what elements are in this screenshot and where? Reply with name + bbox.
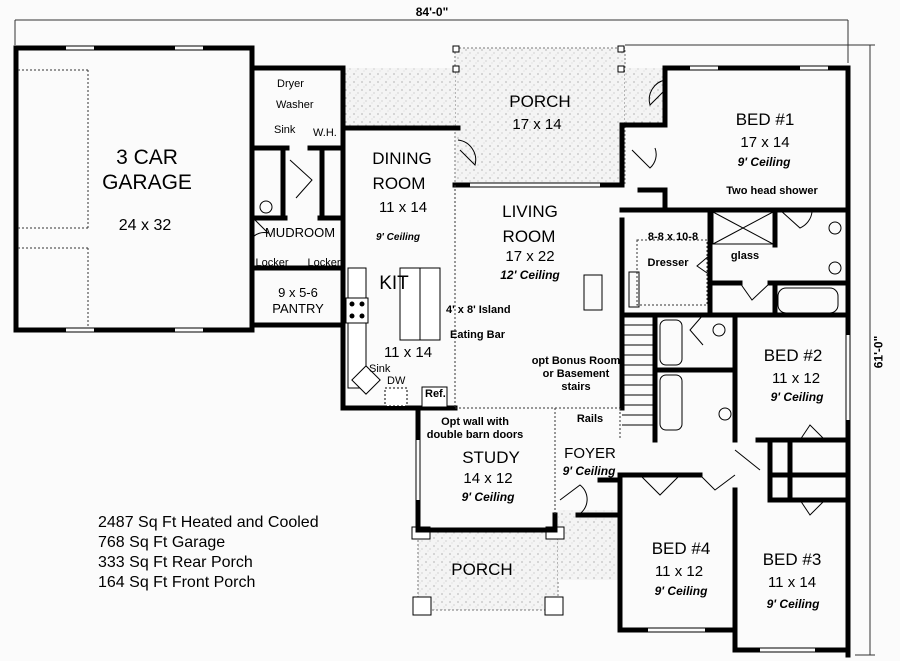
pantry-label: PANTRY — [272, 301, 324, 316]
square-footage-summary: 2487 Sq Ft Heated and Cooled 768 Sq Ft G… — [98, 513, 319, 593]
refrigerator-label: Ref. — [425, 388, 446, 400]
locker-left-label: Locker — [255, 257, 289, 269]
width-dimension: 84'-0" — [415, 5, 449, 19]
shower-note: Two head shower — [726, 185, 818, 197]
foyer-name: FOYER — [564, 445, 616, 462]
shower-glass-label: glass — [730, 250, 760, 262]
bed3-ceiling: 9' Ceiling — [766, 597, 820, 611]
rails-label: Rails — [576, 413, 604, 425]
locker-right-label: Locker — [307, 257, 341, 269]
dining-name-line1: DINING — [372, 149, 432, 168]
bed2-ceiling: 9' Ceiling — [770, 390, 824, 404]
bed1-ceiling: 9' Ceiling — [737, 155, 791, 169]
stairs-note-line1: opt Bonus Room — [531, 355, 621, 367]
stat-garage: 768 Sq Ft Garage — [98, 534, 226, 551]
dining-size: 11 x 14 — [378, 199, 428, 216]
bed4-name: BED #4 — [651, 539, 711, 558]
dryer-label: Dryer — [277, 78, 304, 90]
stat-front-porch: 164 Sq Ft Front Porch — [98, 574, 256, 591]
living-name-line1: LIVING — [502, 202, 558, 221]
closet1-size: 8-8 x 10-8 — [647, 231, 699, 243]
stat-heated: 2487 Sq Ft Heated and Cooled — [98, 514, 319, 531]
bed3-size: 11 x 14 — [767, 574, 817, 591]
study-ceiling: 9' Ceiling — [461, 490, 515, 504]
garage-name-line1: 3 CAR — [116, 146, 178, 169]
stat-rear-porch: 333 Sq Ft Rear Porch — [98, 554, 253, 571]
dining-name-line2: ROOM — [372, 174, 426, 193]
dishwasher-label: DW — [387, 375, 406, 387]
bed4-ceiling: 9' Ceiling — [654, 584, 708, 598]
eating-bar-label: Eating Bar — [450, 329, 506, 341]
living-ceiling: 12' Ceiling — [500, 268, 560, 282]
rear-porch-size: 17 x 14 — [512, 116, 562, 133]
stairs-note-line3: stairs — [561, 381, 591, 393]
water-heater-label: W.H. — [313, 127, 337, 139]
kitchen-name: KIT — [379, 273, 409, 294]
kitchen-sink-label: Sink — [369, 363, 391, 375]
bed1-name: BED #1 — [735, 110, 795, 129]
study-name: STUDY — [462, 448, 520, 467]
bed2-name: BED #2 — [763, 346, 823, 365]
dining-ceiling: 9' Ceiling — [375, 232, 421, 243]
garage-size: 24 x 32 — [118, 217, 172, 234]
dresser-label: Dresser — [647, 257, 689, 269]
laundry-sink-label: Sink — [274, 124, 296, 136]
pantry-size: 9 x 5-6 — [278, 285, 318, 300]
bed3-name: BED #3 — [762, 550, 822, 569]
stairs-note-line2: or Basement — [542, 368, 610, 380]
study-note-line1: Opt wall with — [441, 416, 509, 428]
bed2-size: 11 x 12 — [771, 370, 821, 387]
bed4-size: 11 x 12 — [654, 563, 704, 580]
kitchen-size: 11 x 14 — [383, 344, 433, 361]
foyer-ceiling: 9' Ceiling — [562, 464, 616, 478]
living-size: 17 x 22 — [505, 248, 555, 265]
bed1-size: 17 x 14 — [740, 134, 790, 151]
island-label: 4' x 8' Island — [446, 304, 511, 316]
study-size: 14 x 12 — [463, 470, 513, 487]
living-name-line2: ROOM — [502, 227, 556, 246]
dimension-lines — [14, 19, 875, 656]
washer-label: Washer — [276, 99, 314, 111]
mudroom-label: MUDROOM — [264, 225, 336, 240]
rear-porch-name: PORCH — [509, 92, 571, 111]
study-note-line2: double barn doors — [426, 429, 524, 441]
garage-name-line2: GARAGE — [102, 171, 192, 194]
depth-dimension: 61'-0" — [871, 335, 886, 369]
front-porch-name: PORCH — [451, 560, 513, 579]
